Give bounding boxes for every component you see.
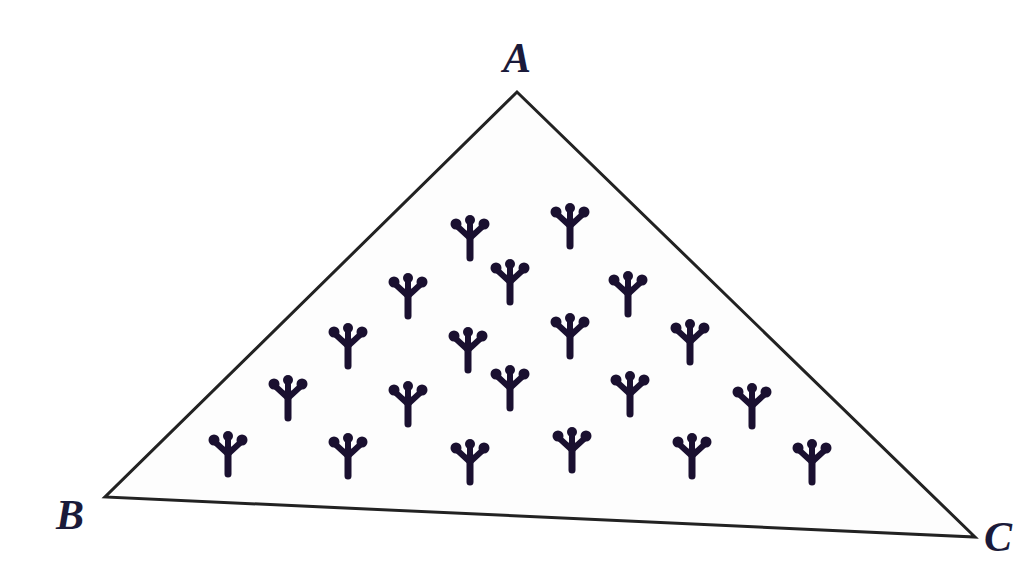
vertex-label: C	[984, 516, 1012, 558]
tree-symbols	[209, 203, 832, 482]
triangle-outline	[105, 92, 975, 537]
vertex-label: B	[56, 494, 84, 536]
vertex-label: A	[503, 37, 531, 79]
